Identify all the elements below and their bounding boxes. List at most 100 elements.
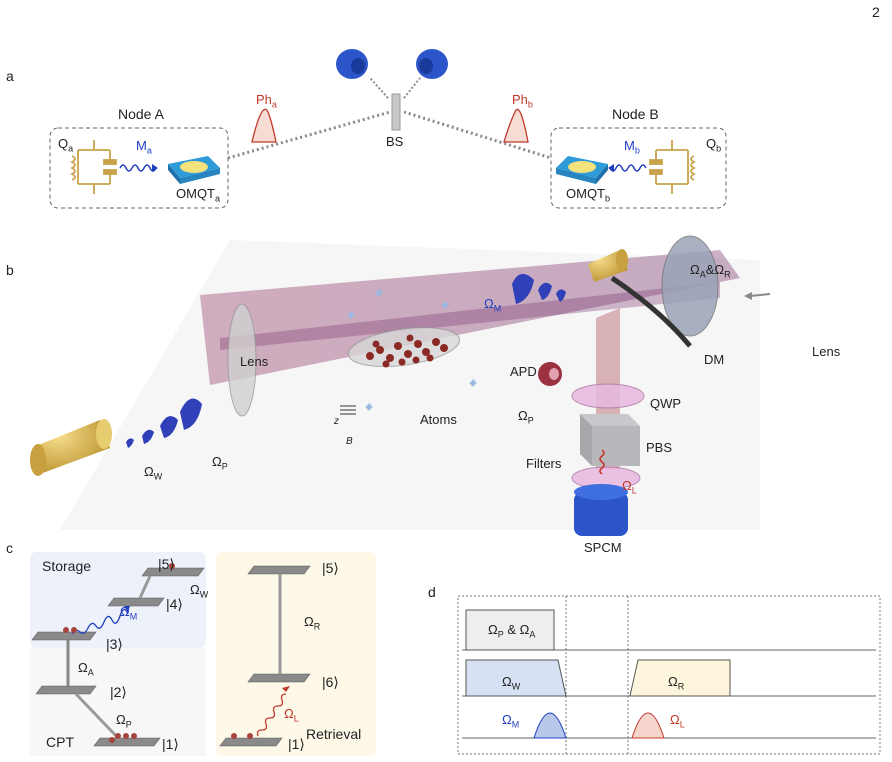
level-5-bar bbox=[141, 567, 205, 577]
mb-label: Mb bbox=[624, 138, 640, 156]
dichroic-mirror-icon bbox=[610, 275, 692, 348]
panel-a-letter: a bbox=[6, 68, 14, 84]
d-pa-label: ΩP & ΩA bbox=[488, 622, 536, 640]
node-b-box bbox=[550, 127, 727, 209]
apd-label: APD bbox=[510, 364, 537, 379]
r-pulse bbox=[629, 659, 731, 697]
omega-ar-label: ΩA&ΩR bbox=[690, 262, 731, 280]
omega-m-wave-icon bbox=[512, 273, 566, 304]
microwave-horn-left-icon bbox=[30, 419, 112, 476]
microwave-horn-right-icon bbox=[588, 249, 628, 282]
ph-a-label: Pha bbox=[256, 92, 277, 110]
ket-4: |4⟩ bbox=[166, 596, 183, 612]
qubit-circuit-b-icon bbox=[649, 140, 697, 194]
omega-l-wave-icon bbox=[256, 693, 287, 737]
panel-a-figure bbox=[49, 49, 727, 209]
d-m-label: ΩM bbox=[502, 712, 520, 730]
node-a-label: Node A bbox=[118, 106, 164, 122]
ret-ket-1: |1⟩ bbox=[288, 736, 305, 752]
qubit-circuit-a-icon bbox=[69, 140, 117, 194]
photon-pulse-a-icon bbox=[251, 108, 277, 143]
m-pulse bbox=[533, 712, 567, 739]
level-1-bar bbox=[93, 737, 161, 747]
level-4-bar bbox=[107, 597, 165, 607]
omega-w-transition bbox=[138, 575, 152, 599]
omega-w-wave-icon bbox=[126, 398, 202, 448]
panel-d-figure bbox=[457, 595, 881, 755]
ma-label: Ma bbox=[136, 138, 152, 156]
atoms-icon bbox=[366, 334, 448, 368]
omega-l-wave-icon bbox=[599, 449, 605, 475]
spcm-label: SPCM bbox=[584, 540, 622, 555]
qb-label: Qb bbox=[706, 136, 722, 154]
c-omega-m: ΩM bbox=[120, 604, 138, 622]
omega-p-transition bbox=[74, 692, 122, 742]
fiber-a bbox=[227, 110, 391, 160]
spcm-icon bbox=[574, 484, 628, 536]
node-a-box bbox=[49, 127, 229, 209]
beam-splitter bbox=[391, 93, 401, 131]
panel-c-letter: c bbox=[6, 540, 13, 556]
atoms-label: Atoms bbox=[420, 412, 457, 427]
level-3-bar bbox=[31, 631, 97, 641]
storage-label: Storage bbox=[42, 558, 92, 574]
c-omega-a: ΩA bbox=[78, 660, 94, 678]
qa-label: Qa bbox=[58, 136, 74, 154]
qwp-icon bbox=[571, 383, 645, 409]
axis-z-label: z bbox=[334, 416, 339, 427]
d-r-label: ΩR bbox=[668, 674, 685, 692]
ket-3: |3⟩ bbox=[106, 636, 123, 652]
panel-b-letter: b bbox=[6, 262, 14, 278]
microwave-b-icon bbox=[609, 164, 647, 172]
pbs-label: PBS bbox=[646, 440, 673, 455]
retrieval-background bbox=[216, 552, 376, 756]
omqt-a-label: OMQTa bbox=[176, 186, 221, 204]
omega-m-wave-icon bbox=[71, 608, 129, 635]
filters-label: Filters bbox=[526, 456, 562, 471]
d-l-label: ΩL bbox=[670, 712, 685, 730]
ph-b-label: Phb bbox=[512, 92, 533, 110]
microwave-a-icon bbox=[119, 164, 157, 172]
pbs-icon bbox=[580, 414, 640, 466]
node-b-label: Node B bbox=[612, 106, 659, 122]
ket-5: |5⟩ bbox=[158, 556, 175, 572]
ret-ket-5: |5⟩ bbox=[322, 560, 339, 576]
page-number: 2 bbox=[872, 4, 880, 20]
dm-label: DM bbox=[704, 352, 725, 367]
d-w-label: ΩW bbox=[502, 674, 521, 692]
laser-beam bbox=[200, 250, 740, 385]
lens-right-label: Lens bbox=[812, 344, 841, 359]
detector-right-icon bbox=[416, 49, 448, 79]
w-pulse bbox=[465, 659, 567, 697]
lens-left-icon bbox=[227, 303, 257, 417]
c-omega-p: ΩP bbox=[116, 712, 132, 730]
retrieval-level-5-bar bbox=[247, 565, 311, 575]
c-omega-r: ΩR bbox=[304, 614, 321, 632]
omqt-b-chip-icon bbox=[556, 156, 608, 184]
photon-pulse-b-icon bbox=[503, 108, 529, 143]
apd-icon bbox=[538, 362, 562, 386]
lens-right-icon bbox=[661, 235, 719, 337]
pa-pulse bbox=[465, 609, 555, 651]
c-omega-w: ΩW bbox=[190, 582, 209, 600]
omega-m-label: ΩM bbox=[484, 296, 502, 314]
omqt-b-label: OMQTb bbox=[566, 186, 611, 204]
omega-l-label: ΩL bbox=[622, 478, 637, 496]
detector-left-icon bbox=[336, 49, 368, 79]
l-pulse bbox=[631, 712, 665, 739]
omega-p2-label: ΩP bbox=[518, 408, 534, 426]
retrieval-level-1-bar bbox=[219, 737, 283, 747]
retrieval-label: Retrieval bbox=[306, 726, 362, 742]
qwp-label: QWP bbox=[650, 396, 682, 411]
omega-w-label: ΩW bbox=[144, 464, 163, 482]
c-omega-l: ΩL bbox=[284, 706, 299, 724]
timing-frame bbox=[457, 595, 881, 755]
ket-1: |1⟩ bbox=[162, 736, 179, 752]
panel-d-letter: d bbox=[428, 584, 436, 600]
ket-2: |2⟩ bbox=[110, 684, 127, 700]
axis-b-label: B bbox=[346, 436, 353, 447]
panel-b-figure bbox=[30, 235, 771, 536]
omqt-a-chip-icon bbox=[168, 156, 220, 184]
lens-left-label: Lens bbox=[240, 354, 269, 369]
omega-p-label: ΩP bbox=[212, 454, 228, 472]
